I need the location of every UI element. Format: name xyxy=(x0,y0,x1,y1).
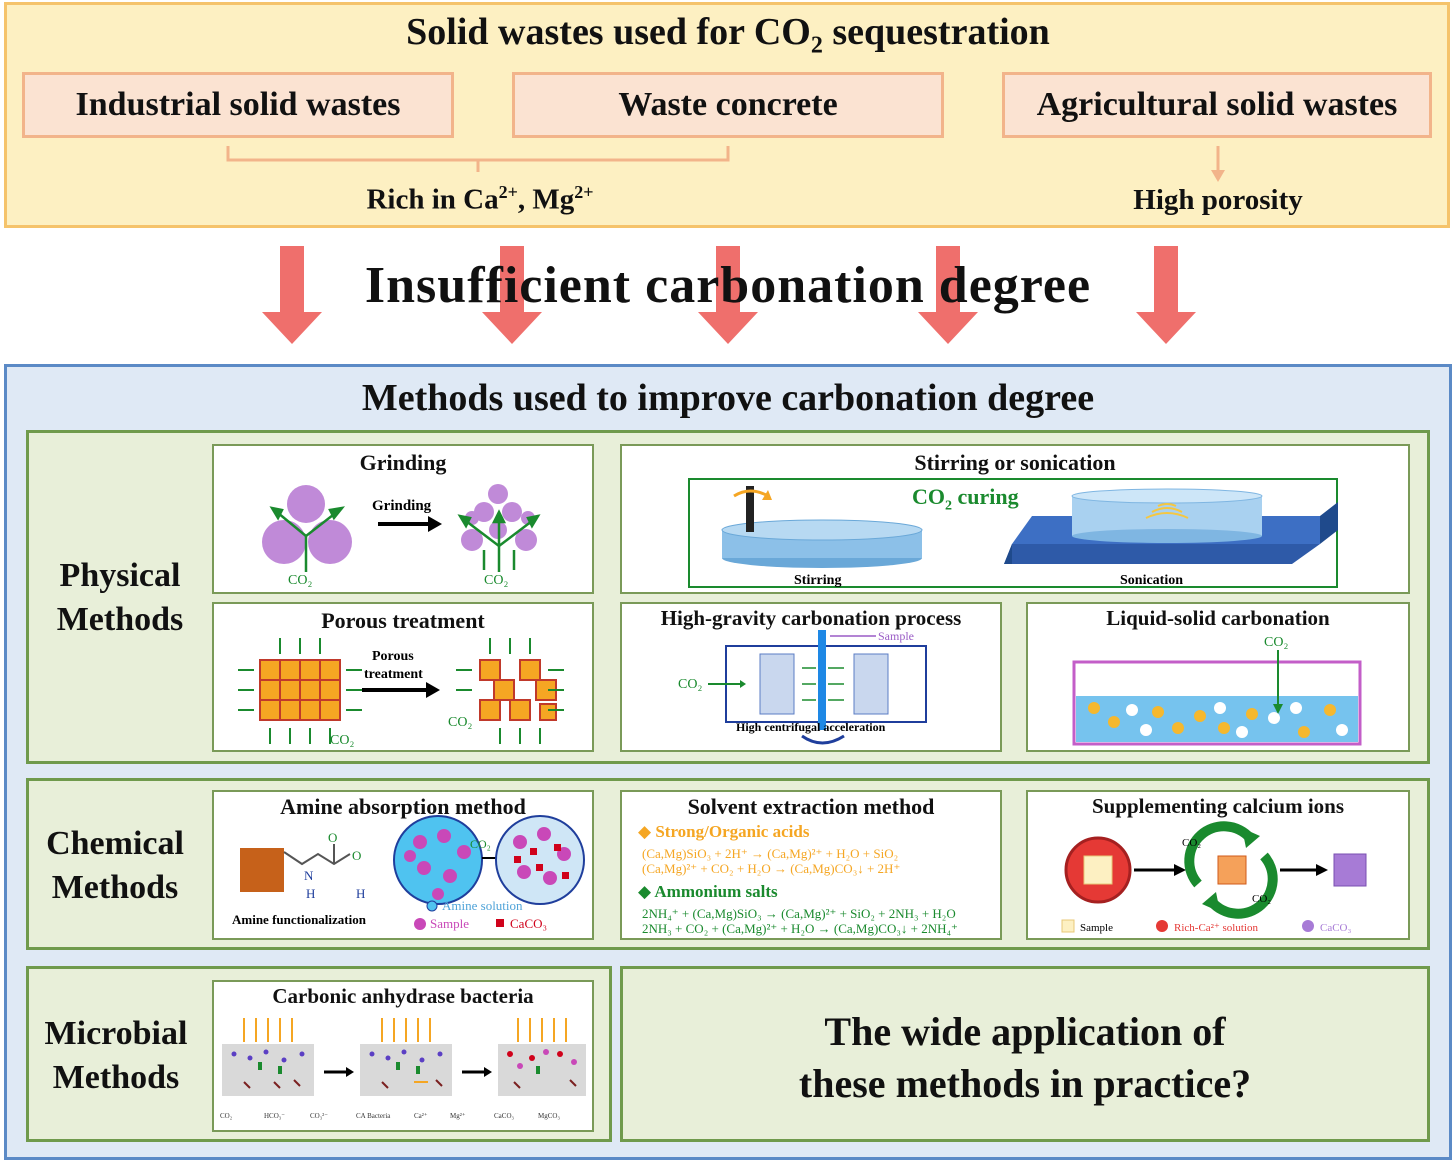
liquid-solid-diagram: CO₂ xyxy=(1072,635,1362,746)
amine-n: N xyxy=(304,868,314,883)
grinding-card: Grinding CO₂ Grinding CO₂ xyxy=(212,444,594,594)
porous-diagram: CO₂ Porous treatment CO₂ xyxy=(238,638,564,748)
liquid-solid-title: Liquid-solid carbonation xyxy=(1106,606,1330,630)
acid-equation-2: (Ca,Mg)²⁺ + CO₂ + H₂O → (Ca,Mg)CO₃↓ + 2H… xyxy=(642,861,901,876)
grinding-diagram: CO₂ Grinding CO₂ xyxy=(262,484,541,588)
porous-arrow-label-2: treatment xyxy=(364,667,423,682)
high-gravity-co2: CO₂ xyxy=(678,677,702,692)
amine-functionalization-label: Amine functionalization xyxy=(232,912,367,927)
stirring-card: Stirring or sonication CO2 curing Stirri… xyxy=(620,444,1410,594)
legend-sample: Sample xyxy=(430,916,469,931)
amine-h1: H xyxy=(306,886,315,901)
amine-card: Amine absorption method O O N H H Amine … xyxy=(212,790,594,940)
amine-o1: O xyxy=(328,830,337,845)
calcium-legend-sample: Sample xyxy=(1080,922,1113,934)
grinding-title: Grinding xyxy=(359,450,447,475)
calcium-title: Supplementing calcium ions xyxy=(1091,794,1345,818)
amine-title: Amine absorption method xyxy=(280,794,526,819)
calcium-legend-caco3: CaCO₃ xyxy=(1320,922,1352,934)
bacteria-legend: CO₂ HCO₃⁻ CO₃²⁻ CA Bacteria Ca²⁺ Mg²⁺ Ca… xyxy=(220,1112,560,1120)
rich-in-label: Rich in Ca2+, Mg2+ xyxy=(366,182,594,216)
stirring-diagram: Stirring Sonication xyxy=(721,486,1338,588)
category-industrial: Industrial solid wastes xyxy=(22,72,454,138)
porous-co2-right: CO₂ xyxy=(448,715,472,730)
svg-text:MgCO₃: MgCO₃ xyxy=(538,1112,560,1120)
down-arrow-4 xyxy=(918,246,978,344)
svg-text:CaCO₃: CaCO₃ xyxy=(494,1112,515,1120)
ammonium-equation-2: 2NH₃ + CO₂ + (Ca,Mg)²⁺ + H₂O → (Ca,Mg)CO… xyxy=(642,921,958,936)
porous-title: Porous treatment xyxy=(321,608,485,633)
bacteria-card: Carbonic anhydrase bacteria xyxy=(212,980,594,1132)
legend-caco3: CaCO₃ xyxy=(510,916,547,931)
porous-co2-left: CO₂ xyxy=(330,733,354,748)
svg-text:CO₃²⁻: CO₃²⁻ xyxy=(310,1112,328,1120)
high-gravity-title: High-gravity carbonation process xyxy=(660,606,962,630)
practice-question: The wide application of these methods in… xyxy=(798,1009,1252,1106)
amine-diagram: O O N H H Amine functionalization CO₂ Am… xyxy=(232,815,585,931)
bacteria-diagram: CO₂ HCO₃⁻ CO₃²⁻ CA Bacteria Ca²⁺ Mg²⁺ Ca… xyxy=(220,1018,586,1120)
co2-curing-label: CO2 curing xyxy=(912,484,1019,514)
down-arrow-3 xyxy=(698,246,758,344)
ammonium-equation-1: 2NH₄⁺ + (Ca,Mg)SiO₃ → (Ca,Mg)²⁺ + SiO₂ +… xyxy=(642,906,956,921)
amine-h2: H xyxy=(356,886,365,901)
down-arrows xyxy=(262,246,1196,344)
legend-amine-solution: Amine solution xyxy=(442,898,523,913)
top-connectors xyxy=(226,146,1225,182)
calcium-diagram: CO₂ CO₂ Sample Rich-Ca²⁺ solution CaCO₃ xyxy=(1061,821,1367,934)
bacteria-title: Carbonic anhydrase bacteria xyxy=(272,984,534,1008)
calcium-co2-bottom: CO₂ xyxy=(1252,893,1271,905)
grinding-arrow-label: Grinding xyxy=(372,498,432,514)
accel-label: High centrifugal acceleration xyxy=(736,720,886,734)
amine-co2: CO₂ xyxy=(470,837,491,851)
calcium-co2-top: CO₂ xyxy=(1182,837,1201,849)
sample-label: Sample xyxy=(878,629,914,643)
liquid-solid-card: Liquid-solid carbonation CO₂ xyxy=(1026,602,1410,752)
category-agricultural: Agricultural solid wastes xyxy=(1002,72,1432,138)
calcium-legend-rich: Rich-Ca²⁺ solution xyxy=(1174,922,1258,934)
porous-arrow-label-1: Porous xyxy=(372,649,414,664)
ammonium-heading: ◆ Ammonium salts xyxy=(638,882,778,901)
page-title: Solid wastes used for CO2 sequestration xyxy=(406,11,1050,59)
acids-heading: ◆ Strong/Organic acids xyxy=(638,822,810,841)
grinding-co2-right: CO₂ xyxy=(484,573,508,588)
solvent-card: Solvent extraction method ◆ Strong/Organ… xyxy=(620,790,1002,940)
calcium-card: Supplementing calcium ions CO₂ CO₂ Sampl… xyxy=(1026,790,1410,940)
down-arrow-5 xyxy=(1136,246,1196,344)
svg-text:Ca²⁺: Ca²⁺ xyxy=(414,1112,428,1120)
grinding-co2-left: CO₂ xyxy=(288,573,312,588)
porous-card: Porous treatment CO₂ Porous treatment xyxy=(212,602,594,752)
methods-title: Methods used to improve carbonation degr… xyxy=(361,377,1095,419)
down-arrow-2 xyxy=(482,246,542,344)
high-porosity-label: High porosity xyxy=(1133,184,1303,216)
category-concrete: Waste concrete xyxy=(512,72,944,138)
svg-text:Mg²⁺: Mg²⁺ xyxy=(450,1112,466,1120)
amine-o2: O xyxy=(352,848,361,863)
liquid-solid-co2: CO₂ xyxy=(1264,635,1288,650)
down-arrow-1 xyxy=(262,246,322,344)
stirring-title: Stirring or sonication xyxy=(914,450,1116,475)
high-gravity-card: High-gravity carbonation process Sample … xyxy=(620,602,1002,752)
sonication-label: Sonication xyxy=(1120,573,1183,588)
stirring-label: Stirring xyxy=(794,573,841,588)
insufficient-heading: Insufficient carbonation degree xyxy=(364,257,1092,314)
question-section xyxy=(620,966,1430,1142)
solvent-title: Solvent extraction method xyxy=(687,794,935,819)
acid-equation-1: (Ca,Mg)SiO₃ + 2H⁺ → (Ca,Mg)²⁺ + H₂O + Si… xyxy=(642,846,899,861)
svg-text:CO₂: CO₂ xyxy=(220,1112,233,1120)
high-gravity-diagram: Sample CO₂ High centrifugal acceleration xyxy=(678,629,927,745)
svg-text:HCO₃⁻: HCO₃⁻ xyxy=(264,1112,285,1120)
co2-curing-frame xyxy=(688,478,1338,588)
svg-text:CA Bacteria: CA Bacteria xyxy=(356,1112,391,1120)
